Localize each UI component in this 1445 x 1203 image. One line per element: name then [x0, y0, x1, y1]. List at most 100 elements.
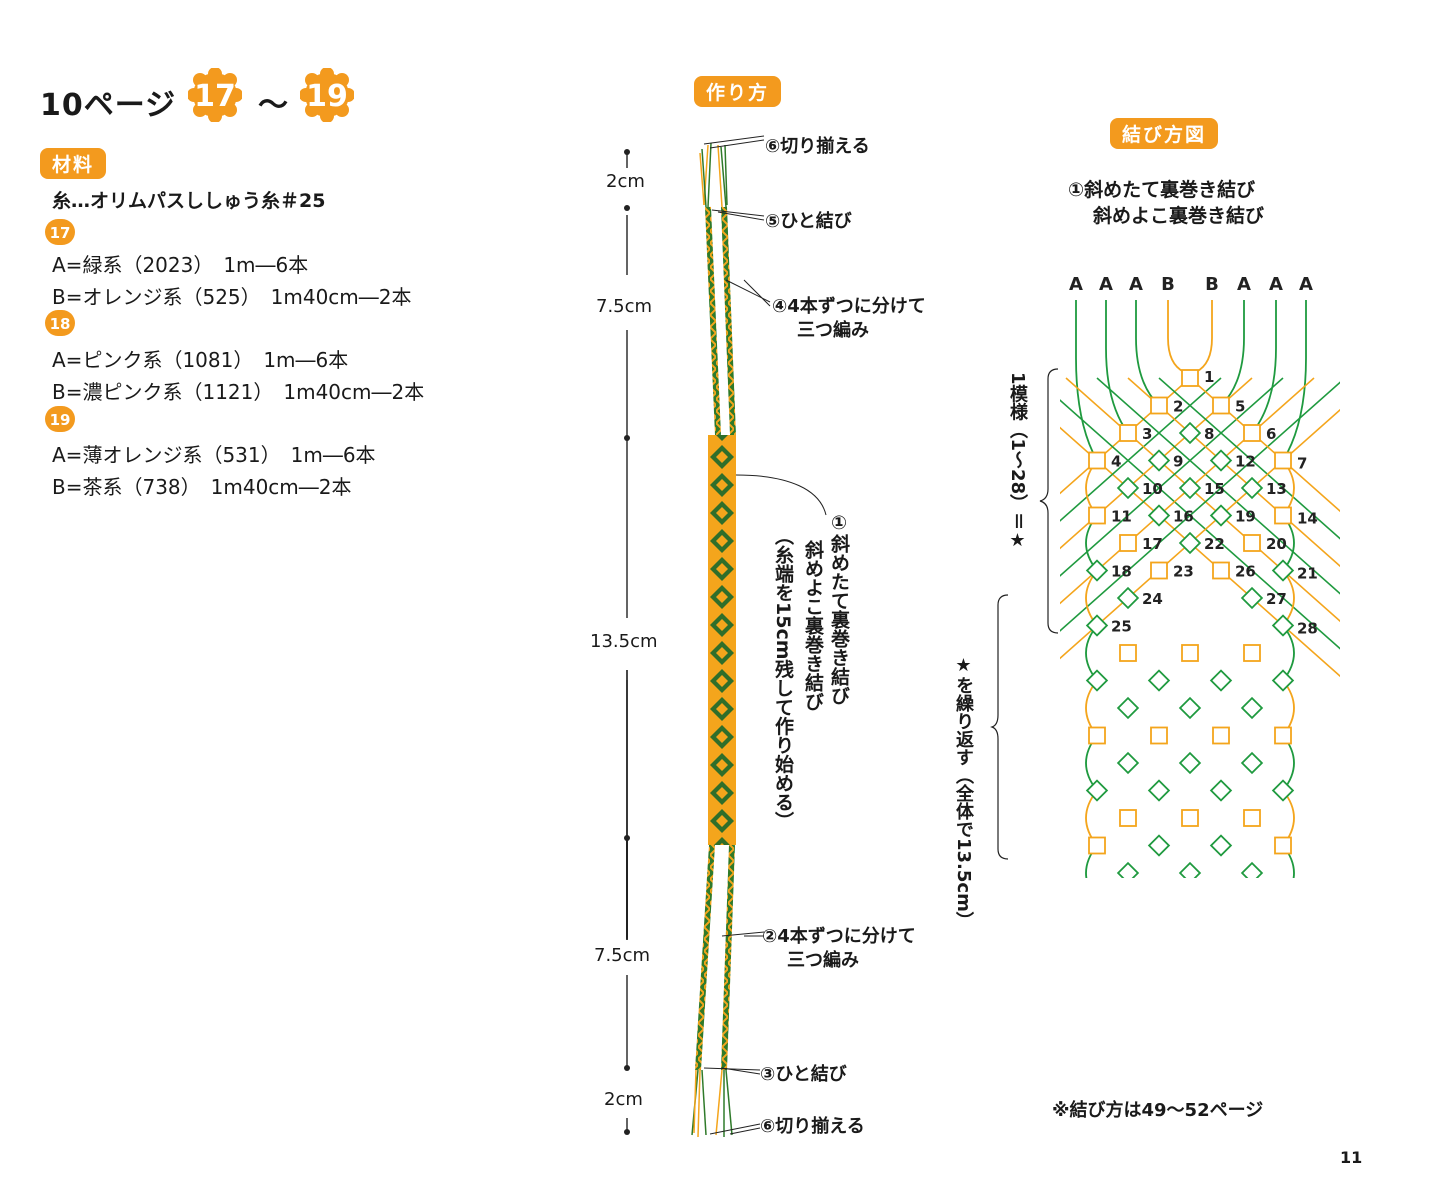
knot-mark-repeat [1243, 644, 1261, 662]
knot-mark-repeat [1085, 669, 1109, 692]
knot-label-6: 6 [1266, 425, 1276, 443]
knot-mark-13 [1240, 476, 1264, 500]
thread-strand-6 [1220, 300, 1245, 407]
variant-badge-17-label: 17 [50, 224, 71, 242]
knot-label-26: 26 [1235, 563, 1256, 581]
knot-mark-repeat [1209, 779, 1233, 802]
variant-19-thread-b: B=茶系（738） 1m40cm―2本 [52, 475, 352, 499]
knot-mark-repeat [1147, 834, 1171, 857]
knot-mark-3 [1119, 424, 1137, 442]
knot-label-15: 15 [1204, 480, 1225, 498]
knot-label-27: 27 [1266, 590, 1287, 608]
thread-strand-2 [1105, 300, 1129, 434]
thread-label-6: A [1237, 274, 1251, 295]
range-tilde: ～ [258, 88, 289, 123]
knot-label-12: 12 [1235, 453, 1256, 471]
knot-mark-repeat [1088, 836, 1106, 855]
thread-label-3: A [1129, 274, 1143, 295]
thread-strand-5 [1195, 300, 1213, 373]
knot-mark-repeat [1147, 779, 1171, 802]
knot-mark-20 [1243, 534, 1261, 552]
method-tag: 作り方 [694, 76, 782, 107]
variant-badge-18-label: 18 [50, 315, 71, 333]
knot-mark-repeat [1085, 779, 1109, 802]
knot-mark-9 [1147, 449, 1171, 472]
knot-label-21: 21 [1297, 565, 1318, 583]
knot-label-9: 9 [1173, 453, 1183, 471]
knot-mark-14 [1274, 506, 1292, 525]
knot-mark-7 [1274, 451, 1292, 470]
knot-label-8: 8 [1204, 425, 1214, 443]
knot-mark-repeat [1178, 861, 1202, 878]
knot-mark-2 [1150, 396, 1168, 415]
bracelet-illustration [691, 142, 736, 1138]
knot-mark-repeat [1240, 751, 1264, 775]
knot-mark-repeat [1147, 669, 1171, 692]
variant-18-thread-a: A=ピンク系（1081） 1m―6本 [52, 348, 349, 372]
thread-label-1: A [1069, 274, 1083, 295]
knot-label-24: 24 [1142, 590, 1163, 608]
dim-bottom-braid: 7.5cm [594, 945, 651, 966]
knot-mark-26 [1212, 561, 1230, 580]
thread-strand-3 [1135, 300, 1160, 407]
knot-label-28: 28 [1297, 620, 1318, 638]
number-badge-17: 17 [188, 68, 242, 122]
lattice-line [1158, 377, 1340, 540]
variant-17-thread-a: A=緑系（2023） 1m―6本 [52, 253, 309, 277]
knot-label-14: 14 [1297, 510, 1318, 528]
knot-mark-16 [1147, 504, 1171, 527]
knot-mark-repeat [1088, 726, 1106, 745]
knot-mark-5 [1212, 396, 1230, 415]
knot-mark-4 [1088, 451, 1106, 470]
knot-label-1: 1 [1204, 368, 1214, 386]
thread-strand-4 [1167, 300, 1185, 373]
knot-mark-repeat [1116, 696, 1140, 720]
knot-label-23: 23 [1173, 563, 1194, 581]
knot-mark-repeat [1274, 726, 1292, 745]
variant-badge-18: 18 [45, 310, 75, 336]
knot-mark-repeat [1212, 726, 1230, 745]
step-cut-top: ⑥切り揃える [765, 136, 870, 157]
knot-heading-2: 斜めよこ裏巻き結び [1093, 205, 1265, 227]
knot-label-25: 25 [1111, 618, 1132, 636]
knot-mark-27 [1240, 586, 1264, 610]
step-knot-top: ⑤ひと結び [765, 211, 852, 232]
knot-mark-18 [1085, 559, 1109, 582]
knot-mark-21 [1271, 559, 1295, 582]
knot-mark-12 [1209, 449, 1233, 472]
number-badge-19: 19 [300, 68, 354, 122]
knot-label-20: 20 [1266, 535, 1287, 553]
page-number: 11 [1340, 1148, 1363, 1167]
knot-label-3: 3 [1142, 425, 1152, 443]
leader-lines [703, 135, 827, 1135]
lattice-line [1127, 377, 1340, 568]
lattice-line [1060, 377, 1284, 577]
knot-mark-22 [1178, 531, 1202, 555]
knot-mark-repeat [1209, 669, 1233, 692]
knot-mark-repeat [1150, 726, 1168, 745]
knot-mark-24 [1116, 586, 1140, 610]
knot-mark-repeat [1178, 751, 1202, 775]
variant-17-thread-b: B=オレンジ系（525） 1m40cm―2本 [52, 285, 412, 309]
knot-mark-repeat [1240, 696, 1264, 720]
variant-badge-17: 17 [45, 219, 75, 245]
step-main-2: 斜めよこ裏巻き結び [802, 540, 824, 711]
knot-mark-repeat [1178, 696, 1202, 720]
number-badge-19-label: 19 [306, 79, 348, 114]
lattice-line [1060, 377, 1191, 495]
lattice-line [1065, 377, 1340, 623]
dim-top-tassel: 2cm [606, 171, 645, 192]
knot-label-4: 4 [1111, 453, 1121, 471]
knot-mark-11 [1088, 506, 1106, 525]
knot-mark-19 [1209, 504, 1233, 527]
knot-mark-repeat [1243, 809, 1261, 827]
lattice-line [1060, 381, 1340, 632]
lattice-line [1060, 377, 1315, 605]
dim-bottom-tassel: 2cm [604, 1089, 643, 1110]
dim-main-body: 13.5cm [590, 631, 658, 652]
pattern-brackets [990, 368, 1059, 860]
thread-strand-1 [1075, 300, 1098, 461]
lattice-line [1060, 426, 1340, 678]
step-braid-bottom-2: 三つ編み [787, 950, 859, 971]
